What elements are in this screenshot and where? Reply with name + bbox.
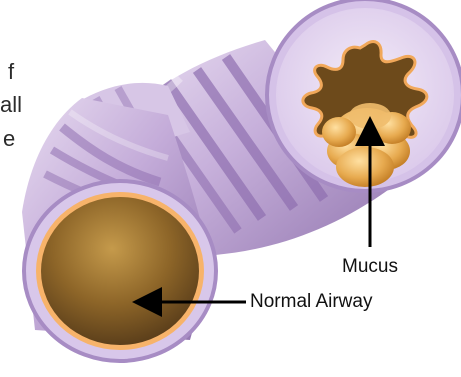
partial-text-line-3: e	[3, 125, 15, 153]
normal-airway-opening	[24, 181, 216, 361]
mucus-label: Mucus	[342, 256, 398, 278]
normal-airway-label: Normal Airway	[250, 291, 372, 313]
partial-text-line-1: f	[8, 58, 14, 86]
partial-text-line-2: all	[0, 91, 22, 119]
inflamed-airway-opening	[267, 0, 461, 191]
